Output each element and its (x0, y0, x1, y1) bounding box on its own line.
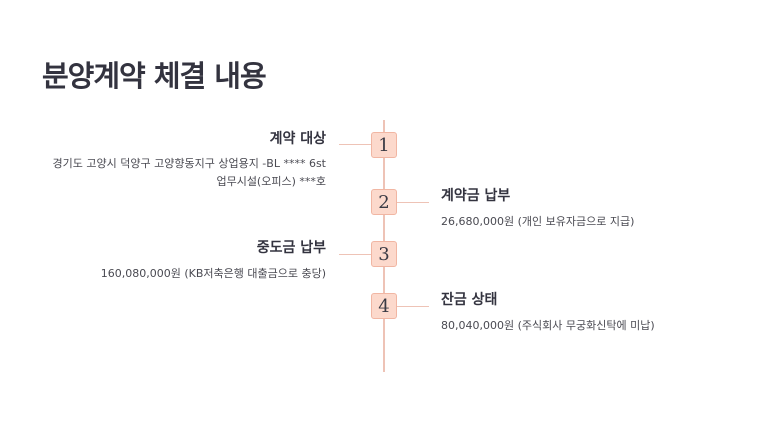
step-4-line-1: 80,040,000원 (주식회사 무궁화신탁에 미납) (441, 319, 655, 332)
step-3-title: 중도금 납부 (256, 240, 326, 256)
step-1-title: 계약 대상 (269, 131, 326, 147)
step-1-line-2: 업무시설(오피스) ***호 (216, 175, 326, 188)
step-1-line-1: 경기도 고양시 덕양구 고양향동지구 상업용지 -BL **** 6st (52, 157, 326, 170)
step-2-title: 계약금 납부 (441, 188, 511, 204)
connector-3 (339, 254, 371, 255)
step-4-title: 잔금 상태 (441, 292, 498, 308)
connector-2 (397, 202, 429, 203)
connector-4 (397, 306, 429, 307)
page-title: 분양계약 체결 내용 (42, 59, 267, 93)
step-1-number: 1 (371, 132, 397, 158)
step-3-number: 3 (371, 241, 397, 267)
step-3-line-1: 160,080,000원 (KB저축은행 대출금으로 충당) (100, 267, 326, 280)
step-2-number: 2 (371, 189, 397, 215)
step-4-number: 4 (371, 293, 397, 319)
connector-1 (339, 144, 371, 145)
step-2-line-1: 26,680,000원 (개인 보유자금으로 지급) (441, 215, 635, 228)
